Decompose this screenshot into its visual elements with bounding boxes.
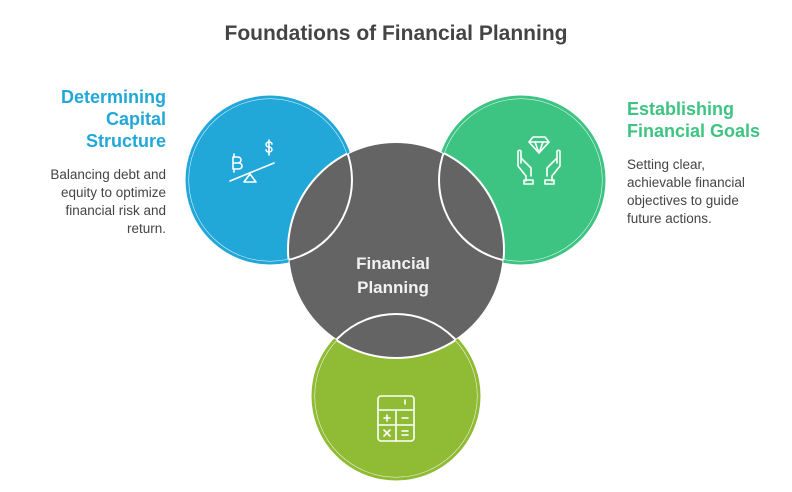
seesaw-bitcoin-dollar-icon xyxy=(229,139,275,183)
center-label-line2: Planning xyxy=(357,278,429,297)
description-line: return. xyxy=(126,221,166,236)
capital-structure-text: Determining Capital Structure Balancing … xyxy=(0,86,166,238)
description-line: Balancing debt and xyxy=(50,167,166,182)
description-line: Setting clear, xyxy=(627,157,706,172)
description-line: financial risk and xyxy=(65,203,166,218)
heading-line: Establishing xyxy=(627,99,735,119)
description-line: equity to optimize xyxy=(60,185,166,200)
center-label: Financial Planning xyxy=(320,252,466,300)
financial-goals-text: Establishing Financial Goals Setting cle… xyxy=(627,98,792,228)
capital-structure-description: Balancing debt and equity to optimize fi… xyxy=(0,166,166,238)
description-line: future actions. xyxy=(627,211,712,226)
capital-structure-heading: Determining Capital Structure xyxy=(0,86,166,152)
description-line: achievable financial xyxy=(627,175,745,190)
description-line: objectives to guide xyxy=(627,193,739,208)
financial-planning-circle xyxy=(288,142,504,358)
financial-goals-description: Setting clear, achievable financial obje… xyxy=(627,156,792,228)
heading-line: Structure xyxy=(85,131,166,151)
heading-line: Financial Goals xyxy=(627,121,761,141)
financial-goals-heading: Establishing Financial Goals xyxy=(627,98,792,142)
center-label-line1: Financial xyxy=(356,254,430,273)
heading-line: Determining xyxy=(60,87,166,107)
diagram-title: Foundations of Financial Planning xyxy=(224,22,568,45)
heading-line: Capital xyxy=(105,109,166,129)
calculator-icon xyxy=(377,395,415,442)
hands-diamond-icon xyxy=(517,136,561,185)
